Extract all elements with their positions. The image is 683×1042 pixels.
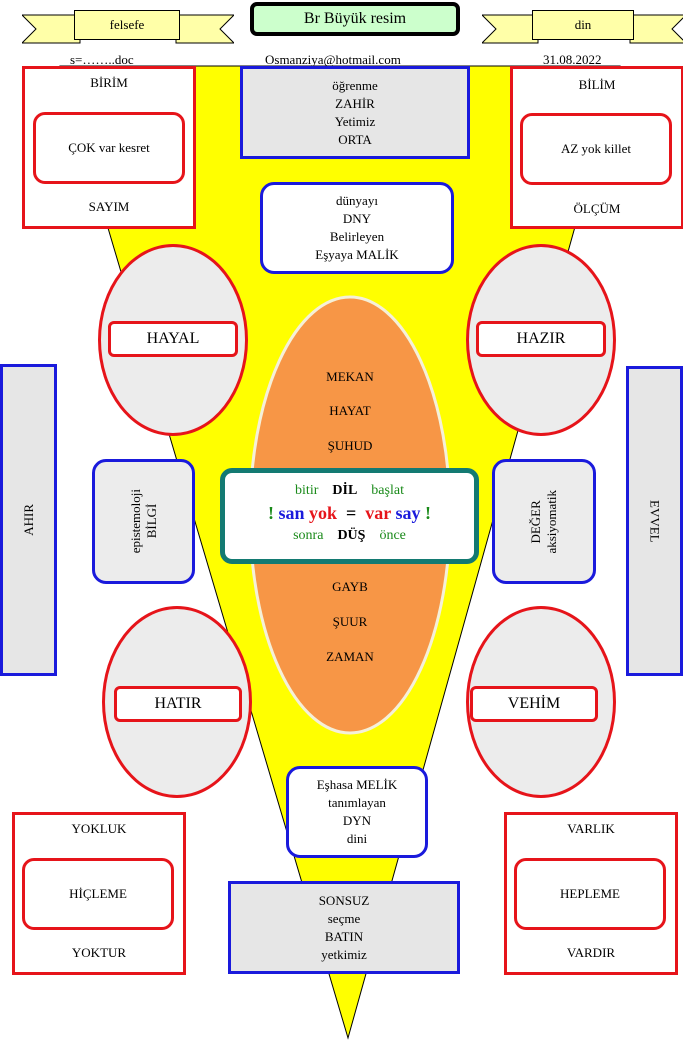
upper-center-box: dünyayı DNY Belirleyen Eşyaya MALİK bbox=[260, 182, 454, 274]
bottom-center-box: SONSUZ seçme BATIN yetkimiz bbox=[228, 881, 460, 974]
left-mid-line: BİLGİ bbox=[143, 504, 159, 539]
email: Osmanziya@hotmail.com bbox=[265, 52, 401, 67]
bottom-right-bottom: VARDIR bbox=[566, 945, 616, 960]
upper-center-line: dünyayı bbox=[336, 193, 378, 208]
center-bitir: bitir bbox=[295, 483, 319, 498]
side-bar-left: AHIR bbox=[0, 364, 57, 676]
core-word-top: MEKAN bbox=[326, 369, 374, 384]
upper-center-line: Belirleyen bbox=[329, 229, 385, 244]
bottom-center-line: BATIN bbox=[324, 928, 364, 944]
oval-hatir-label: HATIR bbox=[114, 686, 242, 722]
top-center-line: öğrenme bbox=[332, 77, 378, 93]
right-mid-box: DEĞER aksiyomatik bbox=[492, 459, 596, 584]
center-row-1: bitir DİL başlat bbox=[225, 483, 474, 499]
center-baslat: başlat bbox=[371, 483, 404, 498]
left-mid-line: epistemoloji bbox=[127, 489, 143, 554]
side-right-label: EVVEL bbox=[647, 499, 663, 543]
upper-center-line: Eşyaya MALİK bbox=[315, 247, 399, 262]
date: 31.08.2022 bbox=[543, 52, 602, 67]
center-row-2: ! san yok = var say ! bbox=[225, 503, 474, 524]
file-name: s=……..doc bbox=[70, 52, 134, 67]
oval-hazir-label: HAZIR bbox=[476, 321, 606, 357]
left-mid-text: epistemoloji BİLGİ bbox=[128, 489, 160, 553]
center-excl-left: ! bbox=[268, 503, 274, 523]
top-right-bottom: ÖLÇÜM bbox=[573, 201, 621, 216]
top-center-line: ORTA bbox=[338, 131, 372, 147]
center-excl-right: ! bbox=[424, 503, 431, 523]
side-left-label: AHIR bbox=[20, 504, 36, 536]
top-left-bottom: SAYIM bbox=[88, 199, 130, 214]
page-title: Br Büyük resim bbox=[250, 2, 460, 36]
bottom-left-title: YOKLUK bbox=[71, 821, 127, 836]
center-san: san bbox=[278, 503, 305, 523]
oval-vehim-label: VEHİM bbox=[470, 686, 598, 722]
lower-center-line: DYN bbox=[342, 813, 372, 828]
top-center-line: ZAHİR bbox=[335, 95, 375, 111]
lower-center-line: tanımlayan bbox=[328, 795, 386, 810]
top-center-box: öğrenme ZAHİR Yetimiz ORTA bbox=[240, 66, 470, 159]
lower-center-box: Eşhasa MELİK tanımlayan DYN dini bbox=[286, 766, 428, 858]
right-ribbon-label: din bbox=[532, 10, 634, 40]
left-mid-box: epistemoloji BİLGİ bbox=[92, 459, 195, 584]
core-word-top: ŞUHUD bbox=[327, 438, 373, 453]
center-say: say bbox=[395, 503, 421, 523]
bottom-right-title: VARLIK bbox=[567, 821, 615, 836]
core-word-bottom: ŞUUR bbox=[332, 614, 368, 629]
center-equals: = bbox=[346, 503, 357, 523]
lower-center-line: Eşhasa MELİK bbox=[316, 777, 398, 792]
lower-center-line: dini bbox=[346, 831, 368, 846]
right-mid-line: aksiyomatik bbox=[544, 489, 559, 554]
right-mid-text: DEĞER aksiyomatik bbox=[528, 490, 560, 554]
bottom-center-line: seçme bbox=[327, 910, 361, 926]
left-ribbon-label: felsefe bbox=[74, 10, 180, 40]
center-once: önce bbox=[379, 528, 406, 543]
bottom-left-bottom: YOKTUR bbox=[71, 945, 127, 960]
top-right-title: BİLİM bbox=[578, 77, 616, 92]
bottom-right-inner: HEPLEME bbox=[514, 858, 666, 930]
center-dus: DÜŞ bbox=[337, 528, 366, 543]
top-center-line: Yetimiz bbox=[334, 113, 376, 129]
bottom-left-inner: HİÇLEME bbox=[22, 858, 174, 930]
bottom-center-line: yetkimiz bbox=[321, 946, 367, 962]
center-row-3: sonra DÜŞ önce bbox=[225, 528, 474, 544]
core-word-bottom: ZAMAN bbox=[326, 649, 374, 664]
bottom-center-line: SONSUZ bbox=[318, 892, 370, 908]
center-dil: DİL bbox=[332, 483, 358, 498]
right-ribbon-shape bbox=[482, 14, 683, 44]
center-var: var bbox=[365, 503, 391, 523]
top-left-inner: ÇOK var kesret bbox=[33, 112, 185, 184]
core-word-bottom: GAYB bbox=[332, 579, 368, 594]
side-bar-right: EVVEL bbox=[626, 366, 683, 676]
center-box: bitir DİL başlat ! san yok = var say ! s… bbox=[220, 468, 479, 564]
top-left-title: BİRİM bbox=[90, 75, 128, 90]
center-sonra: sonra bbox=[293, 528, 324, 543]
core-word-top: HAYAT bbox=[329, 403, 371, 418]
top-right-inner: AZ yok killet bbox=[520, 113, 672, 185]
upper-center-line: DNY bbox=[342, 211, 372, 226]
center-yok: yok bbox=[309, 503, 338, 523]
right-mid-line: DEĞER bbox=[528, 499, 543, 544]
oval-hayal-label: HAYAL bbox=[108, 321, 238, 357]
